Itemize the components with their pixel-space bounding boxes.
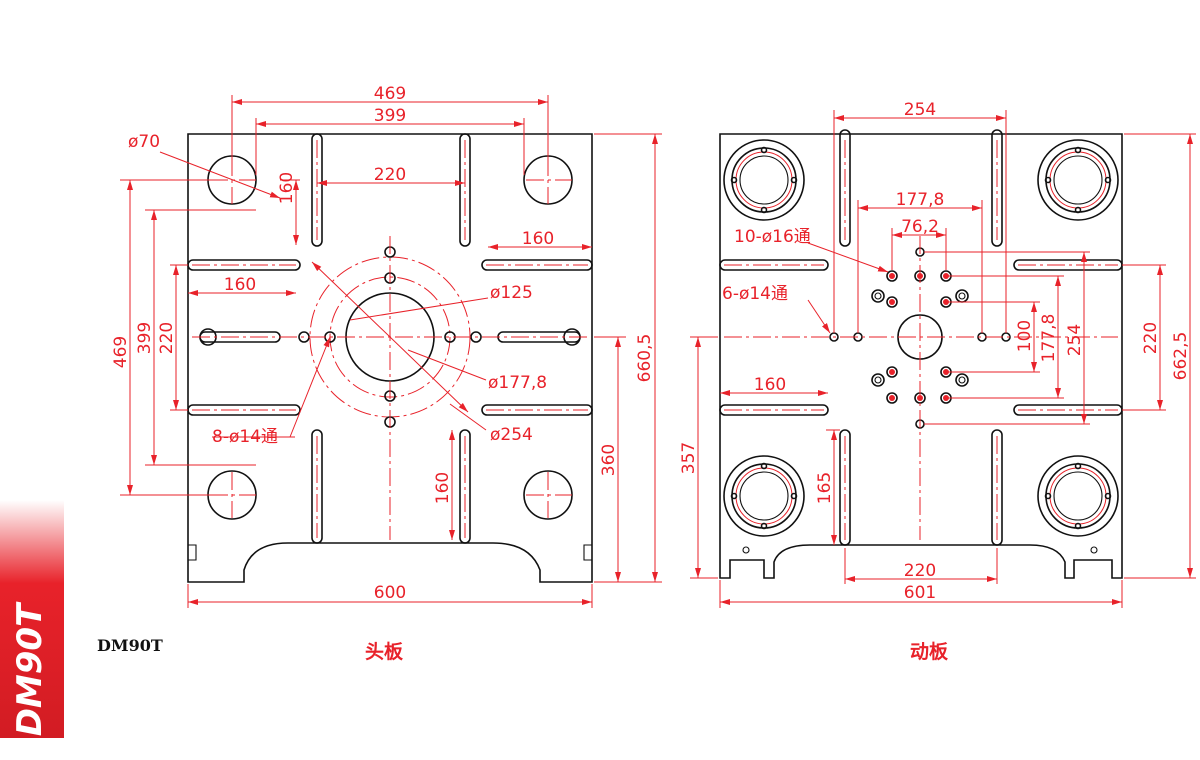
dim-177-vert: 177,8 (1039, 314, 1059, 363)
dim-360: 360 (599, 444, 619, 476)
dim-76: 76,2 (901, 217, 939, 237)
dim-165: 165 (815, 472, 835, 504)
dim-160-right: 160 (522, 229, 554, 249)
dim-hole-dia: ø70 (128, 132, 160, 152)
dim-160-left: 160 (224, 275, 256, 295)
dim-399-vert: 399 (135, 322, 155, 354)
side-tab (0, 500, 64, 738)
dim-662: 662,5 (1171, 332, 1191, 381)
bush-screw-hole (730, 146, 1112, 530)
dim-601: 601 (904, 583, 936, 603)
dim-holes-10: 10-ø16通 (734, 227, 811, 247)
dim-holes-6: 6-ø14通 (722, 284, 788, 304)
dim-177-top: 177,8 (896, 190, 945, 210)
dim-660: 660,5 (635, 334, 655, 383)
dim-254-vert: 254 (1065, 324, 1085, 356)
dim-220: 220 (374, 165, 406, 185)
dim-ring-125: ø125 (490, 283, 533, 303)
dim-160-corner: 160 (277, 172, 297, 204)
moving-platen-outline (719, 133, 1123, 579)
dim-399: 399 (374, 106, 406, 126)
dim-220-bottom: 220 (904, 561, 936, 581)
fixed-platen-caption: 头板 (365, 641, 404, 663)
fixed-platen: 469 399 220 160 160 ø70 160 469 399 220 … (111, 84, 662, 608)
dim-220-right: 220 (1141, 322, 1161, 354)
platen-drawing: 469 399 220 160 160 ø70 160 469 399 220 … (111, 84, 1196, 608)
dim-100: 100 (1015, 320, 1035, 352)
dim-holes-8: 8-ø14通 (212, 427, 278, 447)
dim-600: 600 (374, 583, 406, 603)
moving-platen-caption: 动板 (910, 641, 949, 663)
model-label: DM90T (97, 636, 163, 655)
dim-160-bottom: 160 (433, 472, 453, 504)
dim-357: 357 (679, 442, 699, 474)
dim-ring-254: ø254 (490, 425, 533, 445)
dim-254-top: 254 (904, 100, 936, 120)
dim-469: 469 (374, 84, 406, 104)
dim-469-vert: 469 (111, 336, 131, 368)
fixed-platen-outline (187, 133, 593, 583)
dim-ring-177: ø177,8 (488, 373, 547, 393)
dim-160-left: 160 (754, 375, 786, 395)
dim-220-vert: 220 (157, 322, 177, 354)
moving-platen: 254 177,8 76,2 10-ø16通 6-ø14通 160 100 17… (679, 100, 1196, 608)
